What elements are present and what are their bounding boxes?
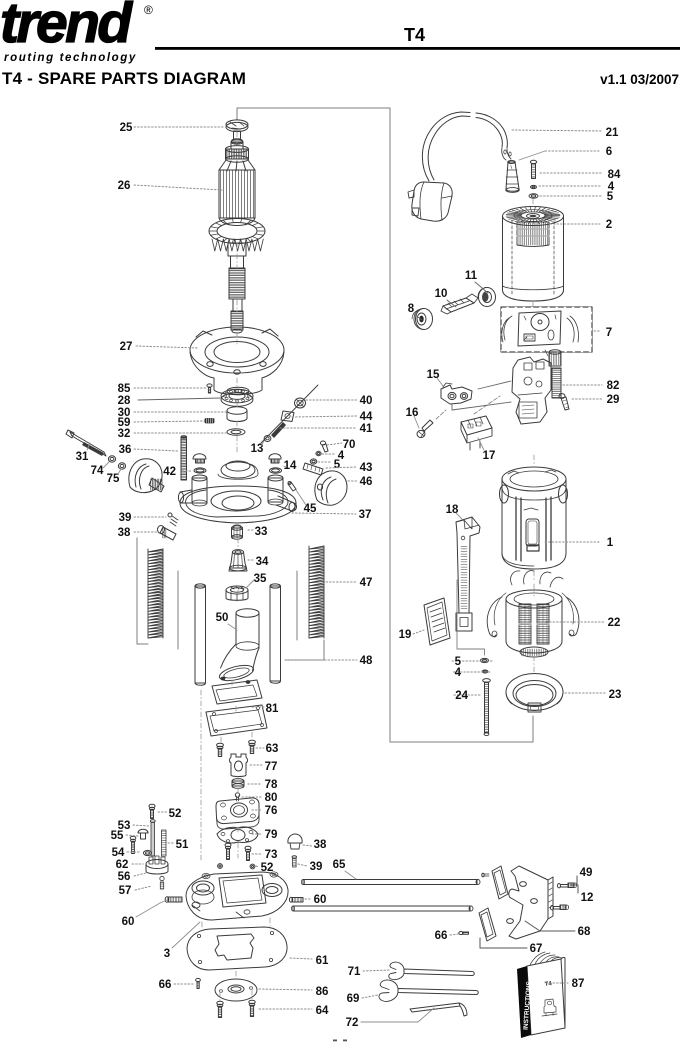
svg-text:77: 77	[265, 761, 278, 773]
svg-text:52: 52	[261, 862, 274, 874]
svg-text:39: 39	[310, 861, 323, 873]
svg-text:31: 31	[76, 451, 89, 463]
svg-text:72: 72	[346, 1017, 359, 1029]
svg-text:57: 57	[119, 885, 132, 897]
svg-text:22: 22	[608, 617, 621, 629]
svg-text:17: 17	[483, 450, 496, 462]
svg-text:34: 34	[256, 556, 269, 568]
svg-text:41: 41	[360, 423, 373, 435]
svg-text:61: 61	[316, 955, 329, 967]
svg-text:55: 55	[111, 830, 124, 842]
svg-text:19: 19	[399, 629, 412, 641]
svg-text:70: 70	[343, 439, 356, 451]
svg-text:®: ®	[144, 3, 153, 17]
svg-text:64: 64	[316, 1005, 329, 1017]
svg-text:5: 5	[334, 459, 341, 471]
svg-text:49: 49	[580, 867, 593, 879]
svg-text:60: 60	[314, 894, 327, 906]
svg-text:62: 62	[116, 859, 129, 871]
svg-text:8: 8	[408, 303, 415, 315]
svg-text:68: 68	[578, 926, 591, 938]
svg-text:5: 5	[607, 191, 614, 203]
svg-text:35: 35	[254, 573, 267, 585]
svg-text:42: 42	[163, 466, 176, 478]
svg-text:80: 80	[265, 792, 278, 804]
svg-text:44: 44	[360, 411, 373, 423]
svg-text:33: 33	[255, 526, 268, 538]
svg-text:25: 25	[120, 122, 133, 134]
svg-text:54: 54	[112, 847, 125, 859]
svg-text:26: 26	[118, 180, 131, 192]
svg-text:39: 39	[119, 512, 132, 524]
svg-text:14: 14	[284, 460, 297, 472]
svg-text:10: 10	[435, 288, 448, 300]
svg-text:INSTRUCTIONS: INSTRUCTIONS	[523, 980, 533, 1030]
svg-text:53: 53	[118, 820, 131, 832]
svg-text:37: 37	[359, 509, 372, 521]
svg-text:28: 28	[118, 395, 131, 407]
svg-text:23: 23	[609, 689, 622, 701]
svg-text:48: 48	[360, 655, 373, 667]
svg-text:12: 12	[581, 892, 594, 904]
svg-text:69: 69	[347, 993, 360, 1005]
svg-text:86: 86	[316, 986, 329, 998]
svg-text:21: 21	[606, 127, 619, 139]
svg-text:36: 36	[119, 444, 132, 456]
svg-text:4: 4	[608, 181, 615, 193]
svg-text:75: 75	[107, 473, 120, 485]
svg-text:46: 46	[360, 476, 373, 488]
svg-text:52: 52	[169, 808, 182, 820]
svg-text:43: 43	[360, 462, 373, 474]
svg-text:56: 56	[118, 871, 131, 883]
svg-text:84: 84	[608, 169, 621, 181]
svg-text:trend: trend	[0, 0, 133, 55]
svg-text:66: 66	[435, 930, 448, 942]
svg-text:47: 47	[360, 577, 373, 589]
svg-text:4: 4	[338, 450, 345, 462]
svg-text:v1.1 03/2007: v1.1 03/2007	[600, 72, 679, 87]
svg-text:29: 29	[607, 394, 620, 406]
svg-text:24: 24	[455, 690, 468, 702]
svg-text:82: 82	[607, 380, 620, 392]
svg-text:5: 5	[455, 656, 462, 668]
svg-text:27: 27	[120, 341, 133, 353]
svg-text:81: 81	[266, 703, 279, 715]
svg-text:59: 59	[118, 417, 131, 429]
svg-text:87: 87	[572, 978, 585, 990]
svg-text:51: 51	[176, 839, 189, 851]
svg-text:76: 76	[265, 805, 278, 817]
svg-text:40: 40	[360, 395, 373, 407]
svg-text:85: 85	[118, 383, 131, 395]
svg-text:45: 45	[304, 503, 317, 515]
svg-text:73: 73	[265, 849, 278, 861]
svg-text:38: 38	[118, 527, 131, 539]
svg-text:13: 13	[251, 443, 264, 455]
svg-text:1: 1	[607, 537, 614, 549]
svg-text:74: 74	[91, 465, 104, 477]
svg-text:7: 7	[606, 327, 612, 339]
svg-text:71: 71	[348, 966, 361, 978]
svg-text:T4: T4	[404, 25, 425, 45]
svg-text:4: 4	[455, 667, 462, 679]
svg-text:3: 3	[164, 948, 170, 960]
svg-text:6: 6	[606, 146, 612, 158]
svg-text:38: 38	[314, 839, 327, 851]
svg-text:T4 - SPARE PARTS DIAGRAM: T4 - SPARE PARTS DIAGRAM	[2, 69, 246, 88]
svg-text:63: 63	[266, 743, 279, 755]
svg-text:16: 16	[406, 407, 419, 419]
svg-text:32: 32	[118, 428, 131, 440]
svg-text:2: 2	[606, 219, 612, 231]
svg-text:67: 67	[530, 943, 543, 955]
svg-text:routing technology: routing technology	[4, 52, 137, 64]
svg-text:78: 78	[265, 779, 278, 791]
svg-text:50: 50	[216, 612, 229, 624]
svg-text:60: 60	[122, 916, 135, 928]
svg-text:30: 30	[118, 407, 131, 419]
svg-text:79: 79	[265, 829, 278, 841]
svg-text:11: 11	[465, 270, 478, 282]
svg-text:65: 65	[333, 859, 346, 871]
svg-text:T4: T4	[544, 981, 552, 988]
svg-text:66: 66	[159, 979, 172, 991]
